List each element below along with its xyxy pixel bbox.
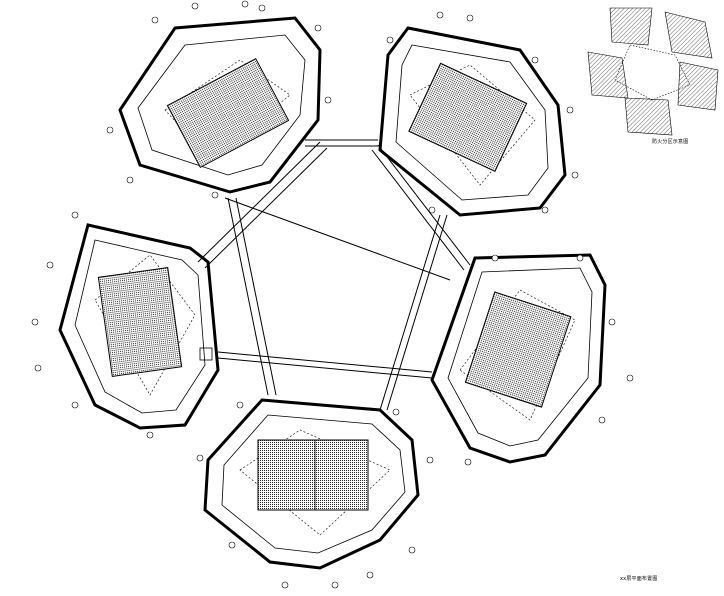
key-plan	[587, 7, 719, 136]
key-plan-title: 防火分区示意图	[652, 139, 689, 145]
tower-s	[203, 398, 420, 570]
bridge-network	[197, 139, 471, 411]
tower-w	[58, 223, 220, 430]
tower-nw	[118, 16, 322, 194]
tower-e	[430, 253, 607, 464]
tower-ne	[378, 26, 567, 217]
grid-bubbles	[31, 0, 634, 589]
plan-title: xx层平面布置图	[620, 576, 658, 582]
